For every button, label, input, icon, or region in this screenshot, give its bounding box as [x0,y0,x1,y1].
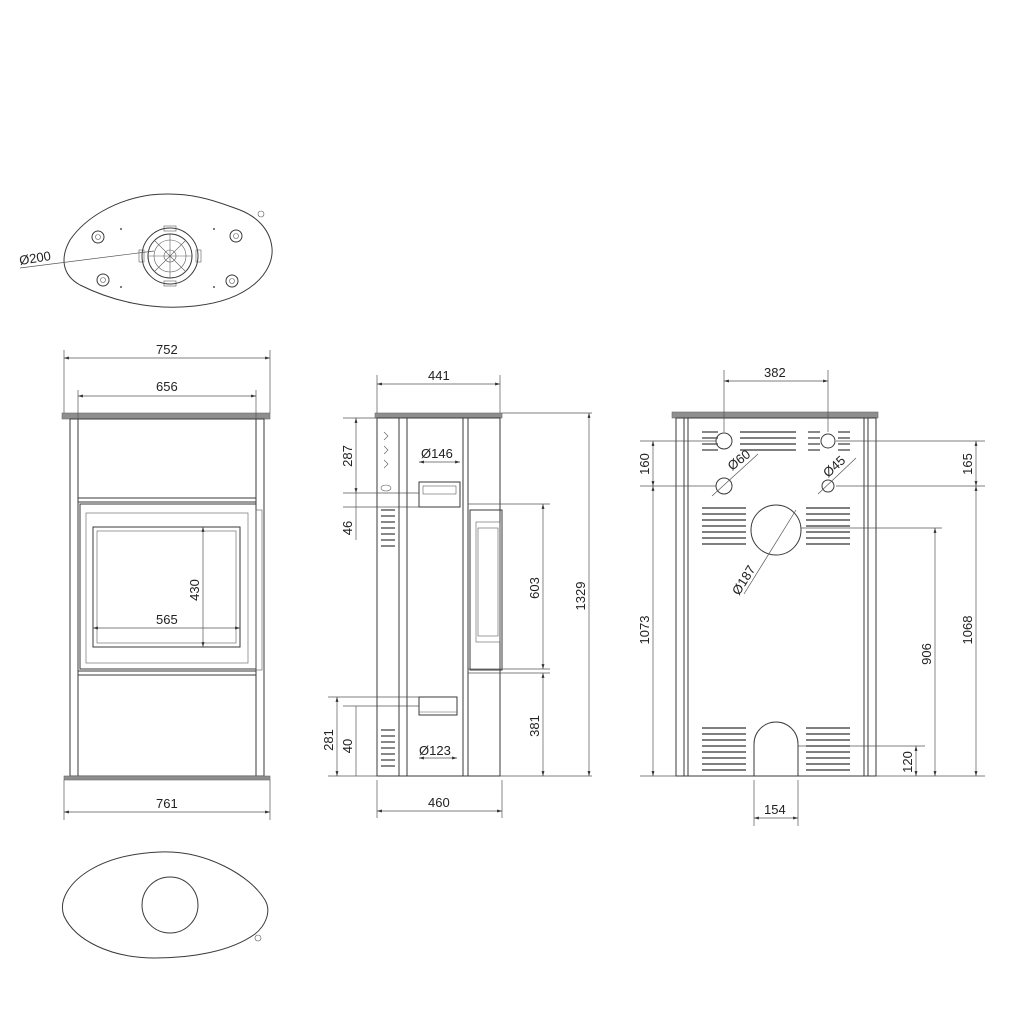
leader-line [19,250,155,269]
side-body [376,417,501,777]
rear-view: 382 160 1073 Ø60 Ø45 Ø187 165 1068 906 1… [637,365,985,826]
dim-1073: 1073 [637,616,652,645]
dim-656: 656 [156,379,178,394]
dim-441: 441 [428,368,450,383]
dim-603: 603 [527,577,542,599]
door-handle [255,509,263,671]
rear-top-plate [671,411,879,419]
bottom-knob [254,934,262,942]
side-door-profile [469,509,503,671]
dim-1068: 1068 [960,616,975,645]
door-glass [92,526,241,648]
flue-diameter-label: Ø200 [18,248,52,268]
dim-160: 160 [637,453,652,475]
dim-1329: 1329 [573,582,588,611]
flue-collar [138,225,202,287]
rear-arch-opening [753,721,799,776]
bottom-view [62,851,269,959]
handle-knob [257,210,265,218]
dim-906: 906 [919,643,934,665]
dim-146: Ø146 [421,446,453,461]
front-view: 752 656 430 565 761 [61,342,271,820]
rear-vents-top [702,431,850,451]
dim-46: 46 [340,521,355,535]
dim-40: 40 [340,739,355,753]
side-view: 441 287 46 Ø146 281 40 Ø123 [321,368,592,818]
dim-381: 381 [527,715,542,737]
fire-door [79,503,257,670]
base-plate [63,775,271,781]
rear-body [675,417,877,777]
bottom-air-inlet [141,876,199,934]
dim-752: 752 [156,342,178,357]
rear-hole-top-right [820,433,836,449]
dim-565: 565 [156,612,178,627]
mounting-bolts [91,229,243,288]
dim-45: Ø45 [820,453,848,481]
dim-154: 154 [764,802,786,817]
dim-120: 120 [900,751,915,773]
dim-460: 460 [428,795,450,810]
flue-connector [418,481,461,508]
side-vents-bottom [381,729,395,767]
rear-flue-outlet [750,504,802,556]
top-plate [61,412,271,420]
dim-187: Ø187 [729,563,759,598]
top-view: Ø200 [18,193,273,308]
dim-165: 165 [960,453,975,475]
bottom-view-outline [62,851,269,959]
dim-382: 382 [764,365,786,380]
top-view-outline [63,193,273,308]
dim-281: 281 [321,729,336,751]
rear-hole-45 [821,479,835,493]
dim-761: 761 [156,796,178,811]
dim-123: Ø123 [419,743,451,758]
rear-vents-middle [702,507,850,545]
dim-430: 430 [187,579,202,601]
front-body [69,418,265,777]
rear-hole-top-left [715,432,733,450]
dim-287: 287 [340,445,355,467]
rear-vents-bottom [702,727,850,771]
side-vents-top [381,509,395,547]
side-top-plate [374,412,503,419]
